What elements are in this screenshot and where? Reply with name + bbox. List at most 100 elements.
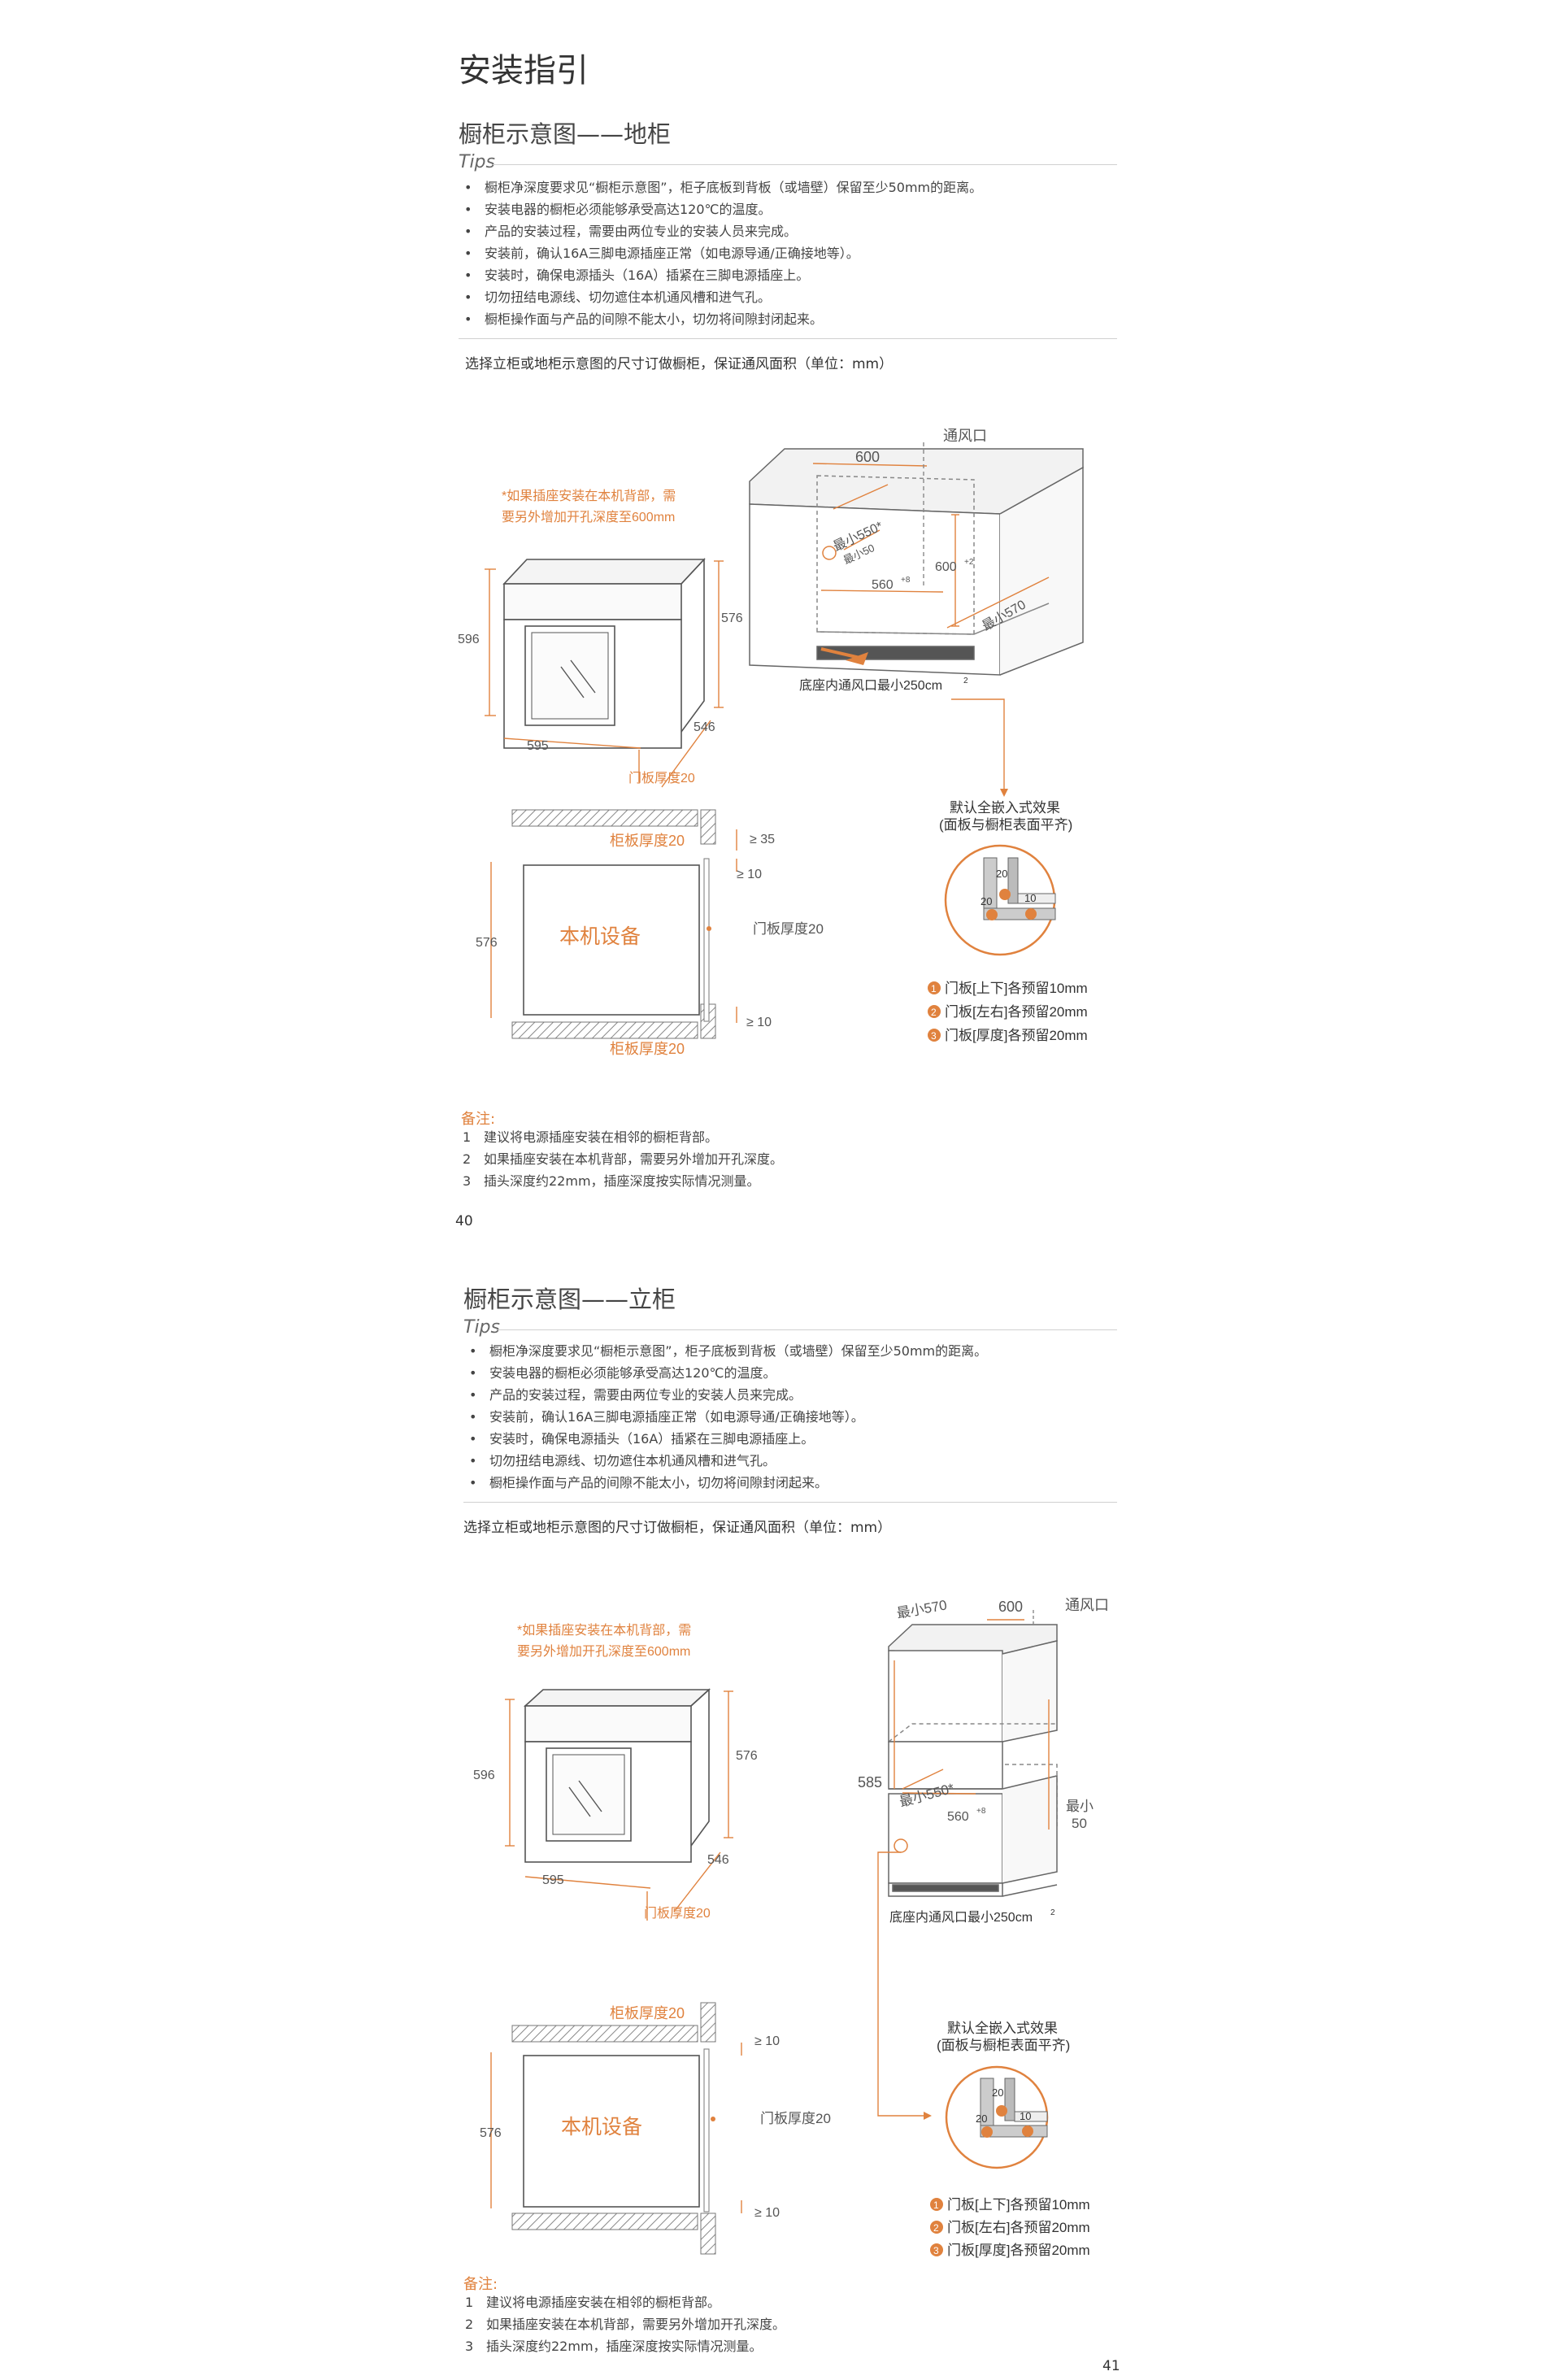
base-vent-label: 底座内通风口最小250cm bbox=[799, 678, 942, 693]
socket-note-line2: 要另外增加开孔深度至600mm bbox=[517, 1644, 690, 1659]
notes-title: 备注: bbox=[461, 1111, 496, 1128]
unit-note: 选择立柜或地柜示意图的尺寸订做橱柜，保证通风面积（单位：mm） bbox=[463, 1520, 892, 1536]
cabinet-dim-lines bbox=[894, 1610, 1050, 1830]
tip-item: 安装电器的橱柜必须能够承受高达120℃的温度。 bbox=[462, 198, 982, 220]
legend-item: 门板[厚度]各预留20mm bbox=[947, 2243, 1090, 2258]
min570-label: 最小570 bbox=[895, 1597, 948, 1621]
legend-item: 门板[左右]各预留20mm bbox=[945, 1004, 1088, 1020]
cab-top-width: 600 bbox=[855, 449, 880, 465]
tall-cabinet-diagram: *如果插座安装在本机背部，需 要另外增加开孔深度至600mm 596 595 5… bbox=[473, 1597, 1109, 2258]
tips-list: 橱柜净深度要求见“橱柜示意图”，柜子底板到背板（或墙壁）保留至少50mm的距离。… bbox=[467, 1340, 987, 1494]
tip-item: 产品的安装过程，需要由两位专业的安装人员来完成。 bbox=[467, 1384, 987, 1406]
svg-text:2: 2 bbox=[933, 2222, 939, 2234]
flush-title-line1: 默认全嵌入式效果 bbox=[947, 2021, 1058, 2036]
tall-cabinet-drawing bbox=[888, 1624, 1058, 1897]
arrow-down-icon bbox=[1000, 789, 1008, 797]
tip-item: 切勿扭结电源线、切勿遮住本机通风槽和进气孔。 bbox=[462, 286, 982, 308]
min50-label-a: 最小 bbox=[1066, 1799, 1094, 1814]
cab-thickness-top: 柜板厚度20 bbox=[610, 833, 685, 849]
door-thickness-label: 门板厚度20 bbox=[644, 1906, 711, 1921]
section-view bbox=[490, 2002, 742, 2255]
w560-sup: +8 bbox=[976, 1807, 986, 1816]
base-vent-label: 底座内通风口最小250cm bbox=[889, 1910, 1033, 1925]
legend: 1 门板[上下]各预留10mm 2 门板[左右]各预留20mm 3 门板[厚度]… bbox=[928, 981, 1088, 1043]
door-side-label: 门板厚度20 bbox=[753, 921, 824, 937]
cab-thickness-bottom: 柜板厚度20 bbox=[610, 1041, 685, 1057]
h600-label: 600 bbox=[935, 560, 957, 574]
w560-sup: +8 bbox=[901, 576, 911, 585]
unit-note: 选择立柜或地柜示意图的尺寸订做橱柜，保证通风面积（单位：mm） bbox=[465, 356, 894, 372]
tips-label: Tips bbox=[459, 152, 495, 172]
socket-note-line1: *如果插座安装在本机背部，需 bbox=[502, 489, 676, 503]
legend-item: 门板[厚度]各预留20mm bbox=[945, 1028, 1088, 1043]
oven-drawing bbox=[502, 557, 706, 749]
oven-dim-lines bbox=[505, 1690, 733, 1921]
legend: 1 门板[上下]各预留10mm 2 门板[左右]各预留20mm 3 门板[厚度]… bbox=[930, 2197, 1090, 2258]
section-title-tall: 橱柜示意图——立柜 bbox=[463, 1286, 676, 1313]
h585-label: 585 bbox=[858, 1774, 882, 1790]
tips-list: 橱柜净深度要求见“橱柜示意图”，柜子底板到背板（或墙壁）保留至少50mm的距离。… bbox=[462, 176, 982, 330]
divider bbox=[463, 1502, 1117, 1503]
oven-dim-lines bbox=[485, 560, 724, 788]
appliance-label: 本机设备 bbox=[561, 2116, 642, 2139]
vent-label: 通风口 bbox=[943, 428, 987, 444]
gap-top-label: ≥ 35 bbox=[750, 833, 775, 846]
tip-item: 切勿扭结电源线、切勿遮住本机通风槽和进气孔。 bbox=[467, 1450, 987, 1472]
tip-item: 橱柜操作面与产品的间隙不能太小，切勿将间隙封闭起来。 bbox=[462, 308, 982, 330]
h576-label: 576 bbox=[476, 936, 498, 950]
dim-height: 596 bbox=[458, 633, 480, 646]
tips-label: Tips bbox=[463, 1317, 500, 1338]
floor-cabinet-diagram: *如果插座安装在本机背部，需 要另外增加开孔深度至600mm 596 595 5… bbox=[458, 428, 1088, 1057]
svg-text:3: 3 bbox=[931, 1030, 937, 1042]
socket-note-line2: 要另外增加开孔深度至600mm bbox=[502, 510, 675, 524]
legend-item: 门板[上下]各预留10mm bbox=[945, 981, 1088, 996]
dim-width: 595 bbox=[542, 1873, 564, 1887]
flush-detail-circle: 20 20 10 bbox=[945, 2065, 1049, 2169]
base-vent-sup: 2 bbox=[963, 677, 968, 685]
flush-detail-circle: 20 20 10 bbox=[944, 844, 1056, 956]
cab-thickness-top: 柜板厚度20 bbox=[610, 2005, 685, 2021]
oven-drawing bbox=[523, 1688, 711, 1863]
cabinet-dim-lines bbox=[812, 442, 1050, 629]
tip-item: 橱柜净深度要求见“橱柜示意图”，柜子底板到背板（或墙壁）保留至少50mm的距离。 bbox=[467, 1340, 987, 1362]
divider bbox=[493, 164, 1117, 165]
dim-height: 596 bbox=[473, 1769, 495, 1782]
dim-width: 595 bbox=[527, 739, 549, 753]
tip-item: 安装时，确保电源插头（16A）插紧在三脚电源插座上。 bbox=[467, 1428, 987, 1450]
divider bbox=[459, 338, 1117, 339]
svg-text:3: 3 bbox=[933, 2245, 939, 2256]
base-vent-sup: 2 bbox=[1050, 1908, 1055, 1917]
min50-label-b: 50 bbox=[1072, 1816, 1087, 1831]
legend-item: 门板[左右]各预留20mm bbox=[947, 2220, 1090, 2235]
dim-depth: 546 bbox=[694, 720, 715, 734]
h600-sup: +2 bbox=[964, 558, 974, 567]
tip-item: 橱柜操作面与产品的间隙不能太小，切勿将间隙封闭起来。 bbox=[467, 1472, 987, 1494]
divider bbox=[498, 1329, 1117, 1330]
tip-item: 安装前，确认16A三脚电源插座正常（如电源导通/正确接地等）。 bbox=[462, 242, 982, 264]
gap-bottom-label: ≥ 10 bbox=[746, 1016, 772, 1029]
svg-text:20: 20 bbox=[981, 895, 992, 907]
svg-text:10: 10 bbox=[1024, 892, 1036, 904]
page-title: 安装指引 bbox=[459, 52, 589, 89]
svg-text:1: 1 bbox=[931, 983, 937, 994]
svg-text:20: 20 bbox=[996, 868, 1007, 880]
gap-top2-label: ≥ 10 bbox=[737, 868, 762, 881]
notes-title: 备注: bbox=[463, 2276, 498, 2293]
door-side-label: 门板厚度20 bbox=[760, 2111, 831, 2126]
w560-label: 560 bbox=[872, 578, 894, 592]
flush-title-line1: 默认全嵌入式效果 bbox=[950, 800, 1060, 816]
gap-top-label: ≥ 10 bbox=[754, 2034, 780, 2048]
page-number: 40 bbox=[455, 1213, 473, 1229]
appliance-label: 本机设备 bbox=[559, 925, 641, 948]
tip-item: 安装前，确认16A三脚电源插座正常（如电源导通/正确接地等）。 bbox=[467, 1406, 987, 1428]
svg-text:1: 1 bbox=[933, 2199, 939, 2211]
socket-note-line1: *如果插座安装在本机背部，需 bbox=[517, 1623, 691, 1638]
section-view bbox=[490, 809, 737, 1039]
